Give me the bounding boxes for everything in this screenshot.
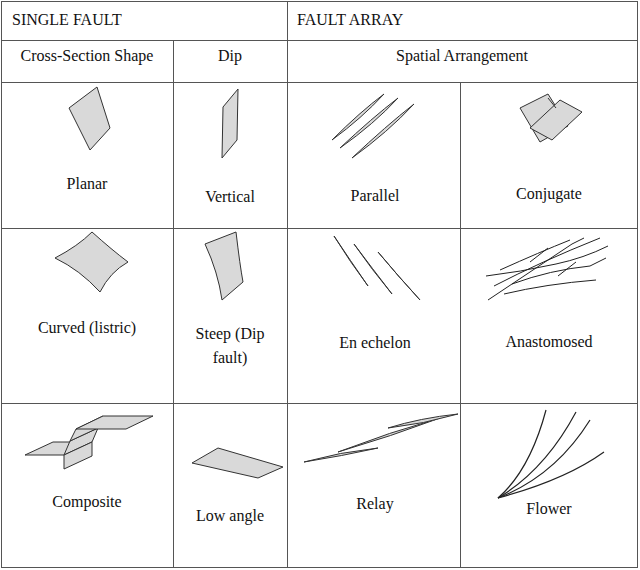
table-cell-label: Composite bbox=[7, 490, 167, 514]
table-cell-label: Low angle bbox=[176, 504, 284, 528]
anastomosed-lines bbox=[486, 238, 608, 300]
table-cell-label: Vertical bbox=[176, 185, 284, 209]
table-cell-label: Curved (listric) bbox=[7, 316, 167, 340]
table-header: Dip bbox=[180, 44, 280, 68]
table-cell-label: En echelon bbox=[295, 331, 455, 355]
table-header: SINGLE FAULT bbox=[12, 8, 272, 32]
table-cell-label: Steep (Dip fault) bbox=[180, 322, 280, 370]
table-cell-label: Anastomosed bbox=[469, 330, 629, 354]
table-header: Cross-Section Shape bbox=[3, 44, 171, 68]
fault-sketches-lower bbox=[25, 414, 458, 478]
fault-sketches bbox=[55, 87, 582, 300]
table-cell-label: Conjugate bbox=[469, 182, 629, 206]
table-header: FAULT ARRAY bbox=[297, 8, 497, 32]
table-cell-label: Planar bbox=[7, 172, 167, 196]
table-cell-label: Flower bbox=[469, 497, 629, 521]
table-header: Spatial Arrangement bbox=[302, 44, 622, 68]
table-cell-label: Relay bbox=[295, 492, 455, 516]
flower-lines bbox=[498, 410, 604, 498]
table-cell-label: Parallel bbox=[295, 184, 455, 208]
